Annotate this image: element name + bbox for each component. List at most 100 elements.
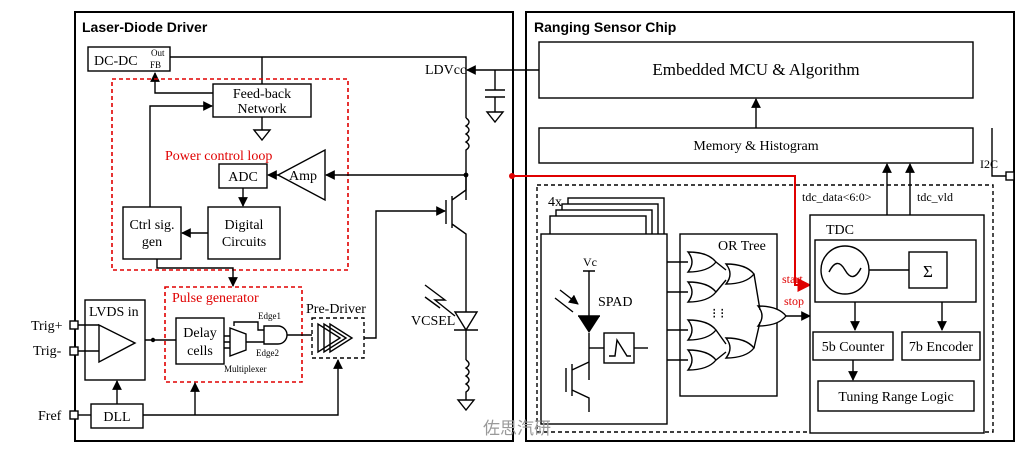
trig-plus-label: Trig+ [31, 319, 63, 334]
delay-to-mux-lines [224, 335, 230, 349]
capacitor-icon [485, 70, 505, 124]
dcdc-label: DC-DC [94, 54, 138, 69]
edge1-line [233, 321, 264, 331]
pixel-to-or [667, 261, 688, 361]
edge1-label: Edge1 [258, 311, 281, 321]
ctrl-to-pulse [156, 259, 238, 287]
counter-label: 5b Counter [822, 340, 885, 355]
ldvcc-rail [170, 56, 467, 118]
tuning-label: Tuning Range Logic [838, 390, 953, 405]
vc-supply [583, 270, 595, 305]
or-gates-icon [686, 251, 787, 371]
vcsel-bar [454, 300, 478, 360]
pulse-generator-label: Pulse generator [172, 291, 259, 306]
delay-cells-block [175, 317, 225, 365]
sigma-label: Σ [923, 262, 933, 281]
feedback-line1: Feed-back [233, 87, 291, 102]
digital-line2: Circuits [222, 235, 266, 250]
i2c-wire [991, 128, 1006, 177]
pulse-shaper-icon [603, 332, 635, 364]
stop-label: stop [784, 294, 804, 308]
digital-circuits-block [207, 206, 281, 260]
dll-label: DLL [103, 410, 130, 425]
trig-minus-pin[interactable] [69, 346, 79, 356]
ctrl-line1: Ctrl sig. [129, 218, 174, 233]
inductor-bottom-icon [464, 359, 470, 400]
digital-line1: Digital [225, 218, 264, 233]
laser-driver-title: Laser-Diode Driver [82, 19, 208, 35]
sigma-block [908, 251, 948, 289]
multiplexer-label: Multiplexer [224, 364, 267, 374]
vcsel-label: VCSEL [411, 314, 455, 329]
adc-label: ADC [228, 170, 258, 185]
ranging-sensor-title: Ranging Sensor Chip [534, 19, 676, 35]
delay-line2: cells [187, 344, 213, 359]
lvds-node [150, 337, 156, 343]
start-label: start [782, 272, 803, 286]
encoder-label: 7b Encoder [909, 340, 973, 355]
fref-pin[interactable] [69, 410, 79, 420]
dcdc-fb-label: FB [150, 60, 161, 70]
vc-label: Vc [583, 255, 597, 269]
tdc-vld-label: tdc_vld [917, 190, 953, 204]
fref-label: Fref [38, 409, 62, 424]
inductor-top-icon [464, 117, 470, 200]
fb-to-dcdc [150, 72, 213, 94]
oscillator-wave [828, 262, 862, 278]
watermark-text: 佐思汽研 [483, 419, 551, 439]
spad-label: SPAD [598, 295, 633, 310]
encoder-block [901, 331, 981, 361]
i2c-label: I2C [980, 157, 998, 171]
mcu-label: Embedded MCU & Algorithm [652, 60, 859, 79]
trig-plus-pin[interactable] [69, 320, 79, 330]
laser-driver-panel [74, 11, 514, 442]
dll-block [90, 403, 144, 429]
spad-diode-icon [578, 316, 600, 333]
predriver-to-gate [364, 206, 446, 339]
tdc-data-label: tdc_data<6:0> [802, 190, 872, 204]
sense-node [463, 172, 469, 178]
ground-icon [252, 117, 272, 142]
dcdc-block [87, 46, 171, 72]
tdc-label: TDC [826, 223, 854, 238]
ldvcc-label: LDVcc [425, 63, 466, 78]
lvds-label: LVDS in [89, 305, 139, 320]
memory-label: Memory & Histogram [693, 139, 818, 154]
vcsel-emission-icon [424, 284, 456, 317]
start-node [509, 173, 515, 179]
i2c-pin[interactable] [1005, 171, 1015, 181]
multiplexer-icon [229, 326, 247, 358]
count-4x-label: 4x [548, 195, 562, 210]
start-signal-line [512, 175, 812, 292]
dcdc-out-label: Out [151, 48, 165, 58]
power-control-loop-label: Power control loop [165, 149, 272, 164]
trig-minus-label: Trig- [33, 344, 62, 359]
and-gate-icon [263, 325, 288, 345]
lvds-buffer-icon [98, 323, 137, 364]
ctrl-sig-gen-block [122, 206, 182, 260]
vcsel-diode-icon [453, 311, 479, 332]
ground-bottom-icon [456, 399, 476, 412]
edge2-label: Edge2 [256, 348, 279, 358]
pre-driver-label: Pre-Driver [306, 302, 366, 317]
transistor-icon [445, 175, 467, 300]
photon-arrows-icon [554, 289, 578, 312]
amp-triangle-icon [276, 148, 326, 202]
ranging-sensor-panel [525, 11, 1015, 442]
amp-label: Amp [289, 169, 317, 184]
spad-bar [578, 305, 600, 380]
spad-pixel-box [540, 233, 668, 425]
or-dots: ⁝ ⁝ [712, 307, 724, 322]
quench-transistor-icon [565, 361, 590, 412]
feedback-line2: Network [238, 102, 287, 117]
tuning-logic-block [817, 380, 975, 412]
mcu-block [538, 41, 974, 99]
ctrl-to-feedback [149, 101, 213, 207]
pulse-shape [609, 337, 631, 357]
delay-line1: Delay [183, 326, 216, 341]
dll-to-predriver [143, 359, 343, 416]
pre-driver-icon [317, 322, 354, 354]
ctrl-line2: gen [142, 235, 162, 250]
sensor-array-box [536, 184, 994, 433]
